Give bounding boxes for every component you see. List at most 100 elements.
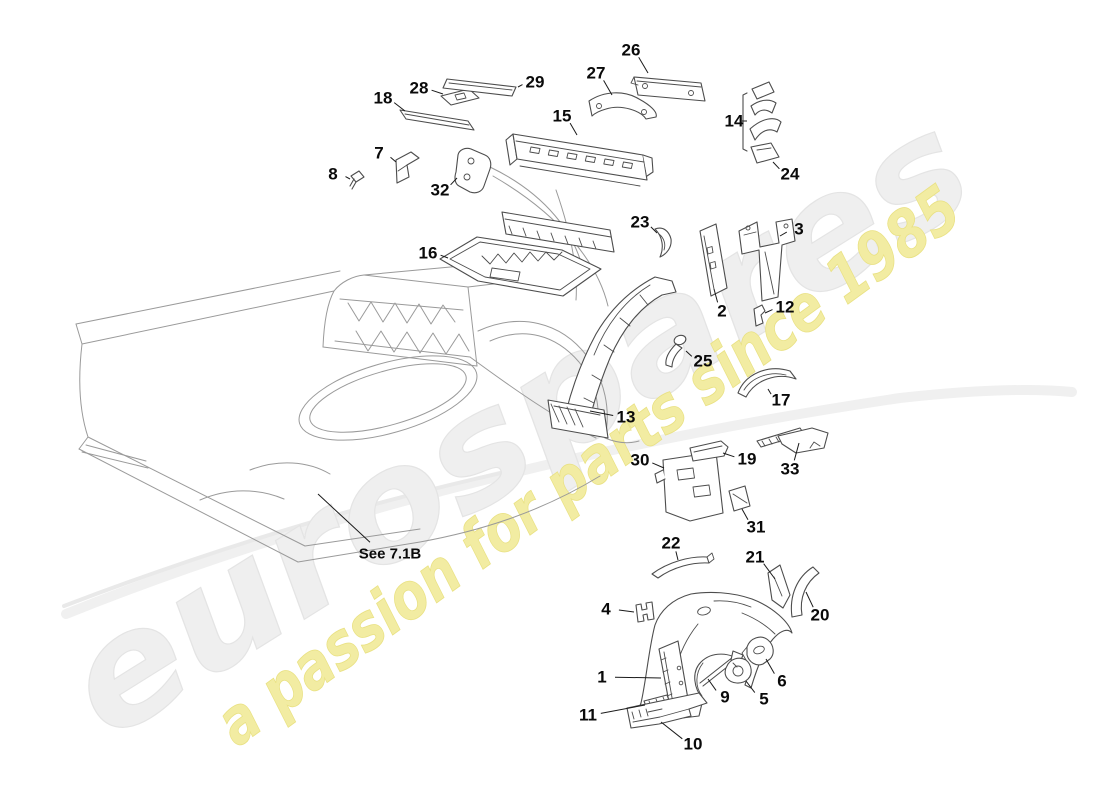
part-14-bracket	[742, 92, 748, 152]
leader-line-7	[390, 156, 397, 163]
leader-line-22	[675, 551, 679, 561]
leader-line-4	[618, 609, 635, 613]
part-label-7: 7	[374, 144, 383, 163]
part-label-29: 29	[526, 73, 545, 92]
leader-line-21	[763, 563, 776, 580]
part-label-32: 32	[431, 181, 450, 200]
part-label-25: 25	[694, 352, 713, 371]
part-22-drawing	[651, 552, 715, 579]
part-label-10: 10	[684, 735, 703, 754]
part-23-drawing	[654, 227, 672, 258]
part-5-drawing	[724, 657, 752, 684]
part-24-drawing	[750, 142, 780, 164]
part-label-5: 5	[759, 690, 768, 709]
part-label-3: 3	[794, 220, 803, 239]
part-17-drawing	[737, 368, 797, 398]
part-label-12: 12	[776, 298, 795, 317]
part-25-drawing	[665, 334, 687, 368]
mid-crossmember-drawing	[501, 211, 615, 253]
part-label-21: 21	[746, 548, 765, 567]
leader-line-5	[745, 680, 756, 693]
watermark-swoosh	[61, 385, 1077, 619]
part-26-drawing	[630, 76, 706, 102]
part-label-22: 22	[662, 534, 681, 553]
leader-line-29	[517, 84, 523, 88]
leader-line-31	[741, 508, 749, 521]
part-30-drawing	[654, 451, 724, 522]
part-label-13: 13	[617, 408, 636, 427]
part-18-drawing	[399, 109, 475, 131]
part-label-31: 31	[747, 518, 766, 537]
part-label-19: 19	[738, 450, 757, 469]
part-label-23: 23	[631, 213, 650, 232]
leader-line-2	[713, 288, 719, 303]
part-label-6: 6	[777, 672, 786, 691]
leader-line-12	[764, 309, 773, 314]
part-label-9: 9	[720, 688, 729, 707]
part-label-1: 1	[597, 668, 606, 687]
part-19-drawing	[689, 440, 729, 462]
part-10-drawing	[626, 692, 708, 729]
leader-line-30	[652, 462, 665, 469]
labels-layer: 1234567891011121314151617181920212223242…	[317, 41, 829, 754]
part-14-group-drawing	[742, 81, 782, 152]
part-21-drawing	[767, 564, 791, 609]
leader-line-15	[569, 122, 578, 136]
part-label-14: 14	[725, 112, 744, 131]
part-label-11: 11	[579, 706, 597, 725]
part-28-drawing	[440, 88, 480, 106]
part-13-drawing	[547, 276, 677, 439]
part-label-16: 16	[419, 244, 438, 263]
leader-line-33	[793, 442, 800, 461]
leader-line-17	[767, 388, 772, 395]
part-label-24: 24	[781, 165, 800, 184]
part-6-drawing	[741, 636, 774, 666]
part-label-8: 8	[328, 165, 337, 184]
leader-line-3	[779, 231, 788, 237]
part-4-drawing	[635, 601, 655, 623]
part-label-27: 27	[587, 64, 606, 83]
part-15-drawing	[505, 133, 654, 187]
leader-line-13	[589, 410, 614, 416]
part-20-drawing	[790, 566, 820, 618]
part-12-drawing	[753, 304, 766, 327]
leader-line-18	[393, 102, 406, 112]
leader-line-9	[707, 678, 717, 691]
part-8-drawing	[349, 170, 365, 190]
part-label-18: 18	[374, 89, 393, 108]
part-29-drawing	[442, 78, 517, 97]
part-32-drawing	[454, 147, 492, 194]
leader-line-10	[660, 721, 683, 740]
part-2-drawing	[699, 223, 728, 297]
leader-line-26	[638, 57, 649, 74]
part-31-drawing	[728, 485, 751, 512]
part-label-30: 30	[631, 451, 650, 470]
part-label-2: 2	[717, 302, 726, 321]
part-16-drawing	[439, 236, 602, 297]
leader-line-6	[765, 658, 775, 674]
part-label-4: 4	[601, 600, 611, 619]
parts-layer	[349, 76, 829, 729]
leader-line-1	[614, 676, 662, 679]
leader-line-32	[450, 177, 458, 186]
part-27-drawing	[588, 92, 657, 120]
leader-line-24	[772, 161, 780, 170]
part-7-drawing	[395, 151, 420, 184]
part-3-drawing	[738, 218, 796, 302]
leader-line-19	[722, 452, 735, 458]
leader-line-see-ref	[317, 493, 371, 543]
leader-line-20	[805, 591, 814, 608]
part-label-26: 26	[622, 41, 641, 60]
leader-line-16	[440, 254, 449, 259]
part-label-15: 15	[553, 107, 572, 126]
body-structure	[75, 166, 640, 563]
part-label-28: 28	[410, 79, 429, 98]
watermark-swoosh-accent	[62, 466, 526, 608]
leader-line-27	[603, 80, 613, 96]
see-reference: See 7.1B	[359, 546, 422, 563]
leader-line-28	[431, 89, 444, 95]
leader-line-11	[600, 704, 646, 714]
leader-line-8	[345, 176, 351, 180]
